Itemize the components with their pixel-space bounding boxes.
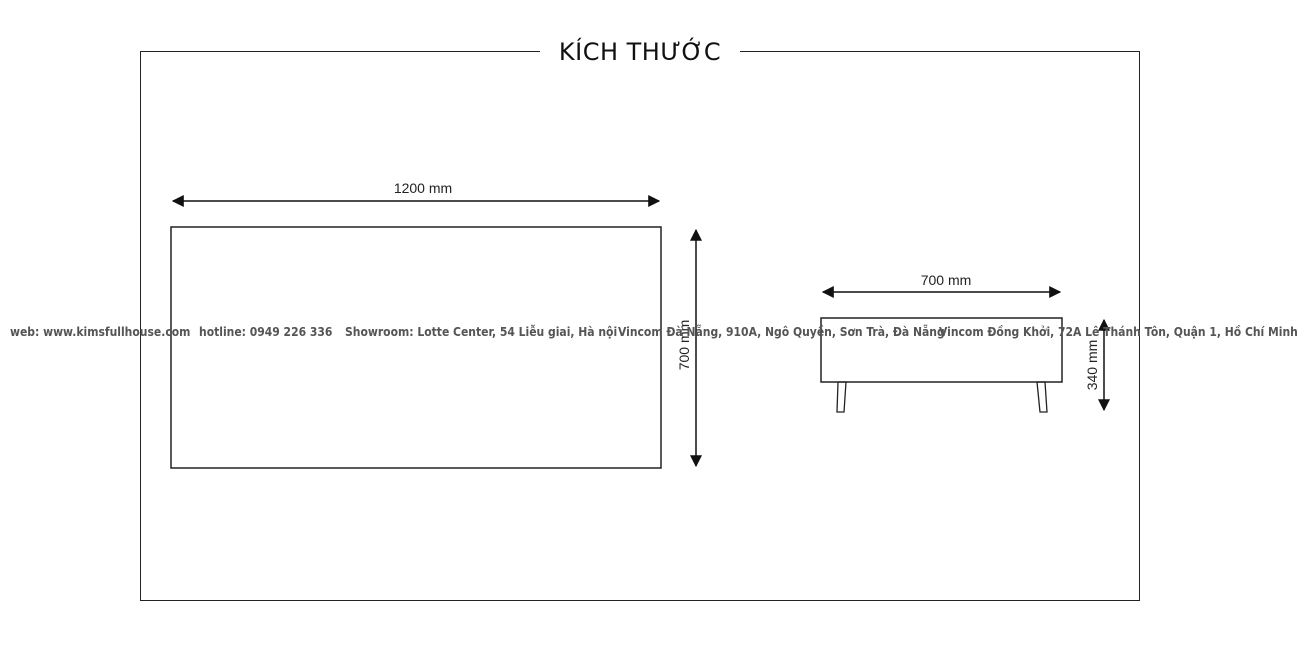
front-view: 700 mm 340 mm bbox=[820, 272, 1110, 413]
top-view: 1200 mm 700 mm bbox=[170, 180, 702, 469]
watermark-showroom-hcm: Vincom Đồng Khởi, 72A Lê Thánh Tôn, Quận… bbox=[939, 325, 1298, 339]
watermark-banner: web: www.kimsfullhouse.com hotline: 0949… bbox=[0, 325, 1298, 343]
watermark-showroom-danang: Vincom Đà Nẵng, 910A, Ngô Quyền, Sơn Trà… bbox=[618, 325, 945, 339]
front-width-dimension-label: 700 mm bbox=[921, 272, 972, 288]
depth-dimension-label: 700 mm bbox=[676, 320, 692, 371]
watermark-showroom-hanoi: Showroom: Lotte Center, 54 Liễu giai, Hà… bbox=[345, 325, 618, 339]
right-leg bbox=[1036, 381, 1048, 413]
height-dimension-label: 340 mm bbox=[1084, 340, 1100, 391]
width-dimension-label: 1200 mm bbox=[394, 180, 452, 196]
watermark-hotline: hotline: 0949 226 336 bbox=[199, 325, 333, 339]
watermark-web: web: www.kimsfullhouse.com bbox=[10, 325, 191, 339]
left-leg bbox=[836, 381, 847, 413]
tabletop-outline bbox=[170, 226, 662, 469]
section-title: KÍCH THƯỚC bbox=[540, 34, 740, 70]
table-body-outline bbox=[820, 317, 1063, 383]
